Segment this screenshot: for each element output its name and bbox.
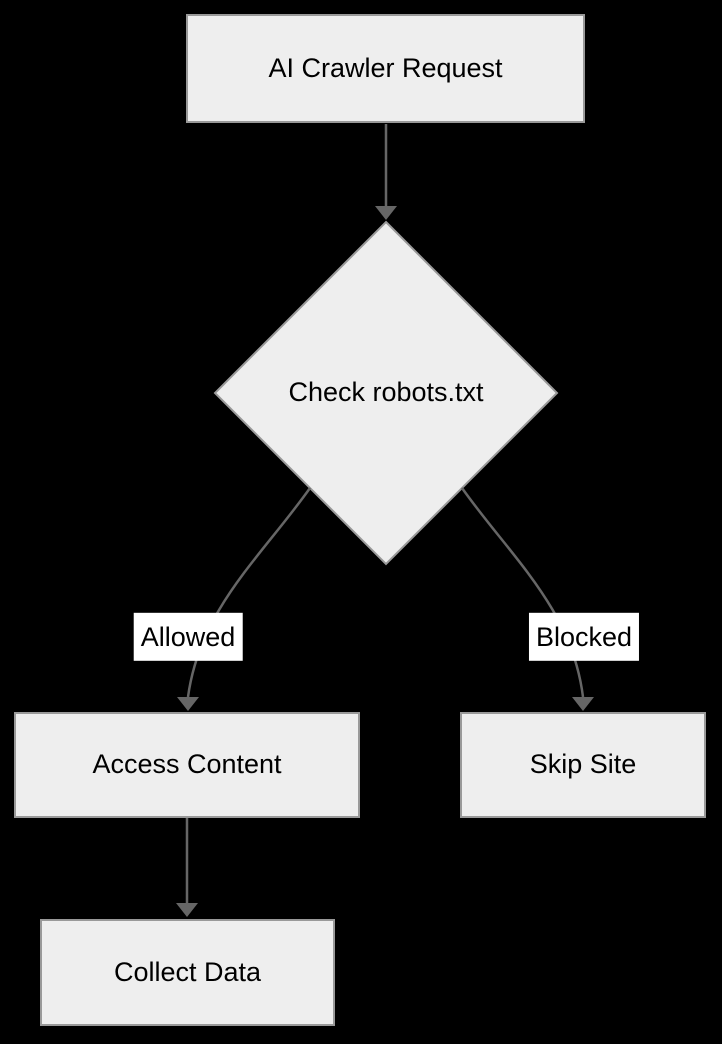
node-access-content: Access Content xyxy=(14,712,360,818)
node-check-robots-label: Check robots.txt xyxy=(288,377,484,408)
node-collect-data: Collect Data xyxy=(40,919,335,1026)
edge-label-blocked: Blocked xyxy=(528,612,640,662)
arrowhead-decision-to-access xyxy=(177,697,199,711)
arrowhead-start-to-decision xyxy=(375,206,397,220)
node-skip-site-label: Skip Site xyxy=(529,749,637,780)
edge-decision-to-skip xyxy=(460,487,585,698)
arrowhead-access-to-collect xyxy=(176,903,198,917)
node-ai-crawler-request: AI Crawler Request xyxy=(186,14,585,123)
node-access-content-label: Access Content xyxy=(92,749,282,780)
node-ai-crawler-request-label: AI Crawler Request xyxy=(268,52,503,83)
decision-diamond-shape xyxy=(213,220,559,566)
node-collect-data-label: Collect Data xyxy=(113,956,262,987)
edge-decision-to-access xyxy=(186,487,312,698)
edge-label-allowed: Allowed xyxy=(133,612,243,662)
node-skip-site: Skip Site xyxy=(460,712,706,818)
arrowhead-decision-to-skip xyxy=(572,697,594,711)
